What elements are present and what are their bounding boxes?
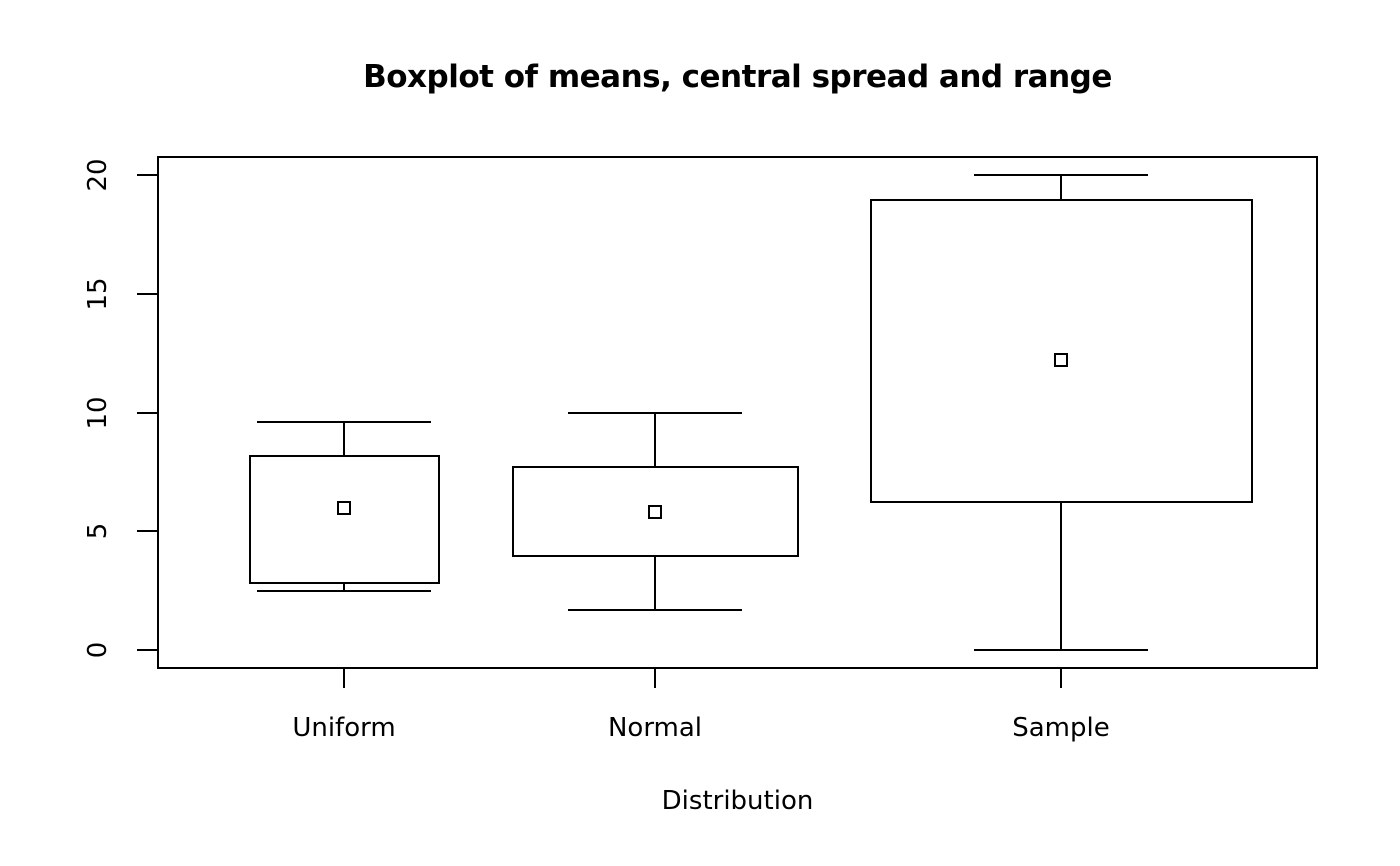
y-axis-tick-label: 5: [83, 522, 113, 540]
y-axis-tick: [137, 174, 157, 176]
y-axis-tick: [137, 411, 157, 414]
x-axis-category-label: Sample: [1012, 713, 1110, 743]
x-axis-tick: [1060, 669, 1062, 688]
whisker-upper-line-sample: [1060, 175, 1062, 199]
whisker-upper-cap-sample: [974, 174, 1148, 176]
mean-marker-sample: [1054, 353, 1068, 368]
whisker-upper-cap-uniform: [257, 421, 431, 423]
whisker-lower-line-sample: [1060, 502, 1062, 650]
mean-marker-uniform: [337, 500, 351, 515]
whisker-upper-line-normal: [654, 412, 656, 466]
y-axis-tick-label: 10: [83, 395, 113, 430]
box-sample: [869, 198, 1253, 503]
y-axis-tick-label: 15: [83, 277, 113, 311]
whisker-lower-cap-sample: [974, 649, 1148, 651]
x-axis-category-label: Normal: [607, 713, 703, 743]
whisker-lower-line-normal: [654, 557, 656, 610]
y-axis-tick: [137, 292, 157, 295]
y-axis-tick-label: 0: [83, 641, 113, 659]
chart-title: Boxplot of means, central spread and ran…: [363, 59, 1112, 95]
x-axis-tick: [654, 669, 656, 688]
whisker-lower-line-uniform: [343, 583, 345, 591]
y-axis-tick: [137, 649, 157, 651]
whisker-lower-cap-uniform: [257, 589, 431, 592]
box-uniform: [248, 455, 440, 584]
whisker-lower-cap-normal: [568, 608, 742, 611]
y-axis-tick-label: 20: [83, 158, 113, 192]
box-normal: [511, 465, 799, 558]
x-axis-tick: [343, 669, 345, 688]
whisker-upper-line-uniform: [343, 422, 345, 456]
x-axis-title: Distribution: [661, 786, 814, 816]
mean-marker-normal: [648, 505, 662, 520]
y-axis-tick: [137, 530, 157, 533]
whisker-upper-cap-normal: [568, 411, 742, 414]
x-axis-category-label: Uniform: [292, 713, 396, 743]
